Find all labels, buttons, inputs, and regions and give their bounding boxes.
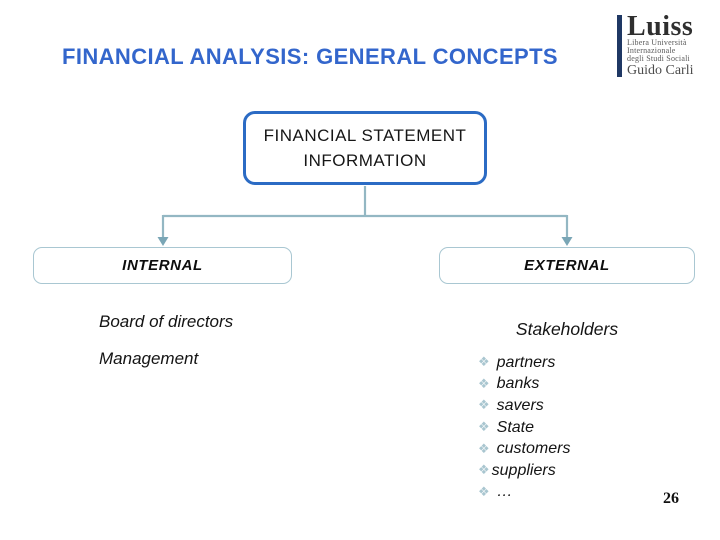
root-node-label-line2: INFORMATION (303, 151, 427, 170)
arrow-down-icon (157, 237, 169, 246)
list-item: ❖ banks (478, 374, 570, 396)
list-item-label: banks (496, 375, 540, 393)
list-item: Management (99, 349, 199, 368)
page-number: 26 (663, 490, 679, 507)
diamond-bullet-icon: ❖ (478, 355, 490, 371)
list-item: ❖ savers (478, 395, 570, 417)
arrow-down-icon (561, 237, 573, 246)
diamond-bullet-icon: ❖ (478, 484, 490, 500)
diamond-bullet-icon: ❖ (478, 376, 490, 392)
list-item-label: … (496, 483, 513, 501)
list-item: ❖ State (478, 417, 570, 439)
list-item: ❖ suppliers (478, 460, 570, 482)
list-item-label: suppliers (491, 461, 556, 479)
logo-subtitle-line: Libera Università (627, 38, 687, 47)
list-item: ❖ partners (478, 352, 570, 374)
list-item: ❖ … (478, 482, 570, 504)
list-item-label: State (496, 418, 535, 436)
branch-node-external: EXTERNAL (439, 247, 695, 284)
list-item-label: customers (496, 440, 571, 458)
root-node-label-line1: FINANCIAL STATEMENT (263, 126, 467, 145)
diamond-bullet-icon: ❖ (478, 463, 490, 479)
slide-title: FINANCIAL ANALYSIS: GENERAL CONCEPTS (62, 44, 559, 69)
list-item: ❖ customers (478, 438, 570, 460)
internal-list: Board of directors Management (99, 312, 234, 368)
logo-name: Luiss (627, 11, 694, 42)
logo-subtitle-line: Internazionale (627, 46, 676, 55)
logo-subtitle-line: Guido Carli (627, 63, 694, 78)
list-item: Board of directors (99, 312, 234, 331)
branch-node-label: EXTERNAL (524, 257, 610, 274)
logo-text: Luiss Libera Università Internazionale d… (627, 11, 694, 78)
list-item-label: partners (496, 353, 556, 371)
diamond-bullet-icon: ❖ (478, 398, 490, 414)
branch-node-label: INTERNAL (122, 257, 203, 274)
branch-node-internal: INTERNAL (33, 247, 292, 284)
diamond-bullet-icon: ❖ (478, 441, 490, 457)
root-node-financial-statement-information: FINANCIAL STATEMENT INFORMATION (243, 111, 487, 185)
logo-subtitle-line: degli Studi Sociali (627, 54, 690, 63)
diamond-bullet-icon: ❖ (478, 420, 490, 436)
list-item-label: savers (496, 396, 544, 414)
luiss-logo: Luiss Libera Università Internazionale d… (617, 11, 694, 78)
logo-vertical-bar (617, 15, 622, 77)
stakeholders-list: ❖ partners ❖ banks ❖ savers ❖ State ❖ cu… (478, 352, 570, 503)
stakeholders-heading: Stakeholders (515, 319, 619, 339)
